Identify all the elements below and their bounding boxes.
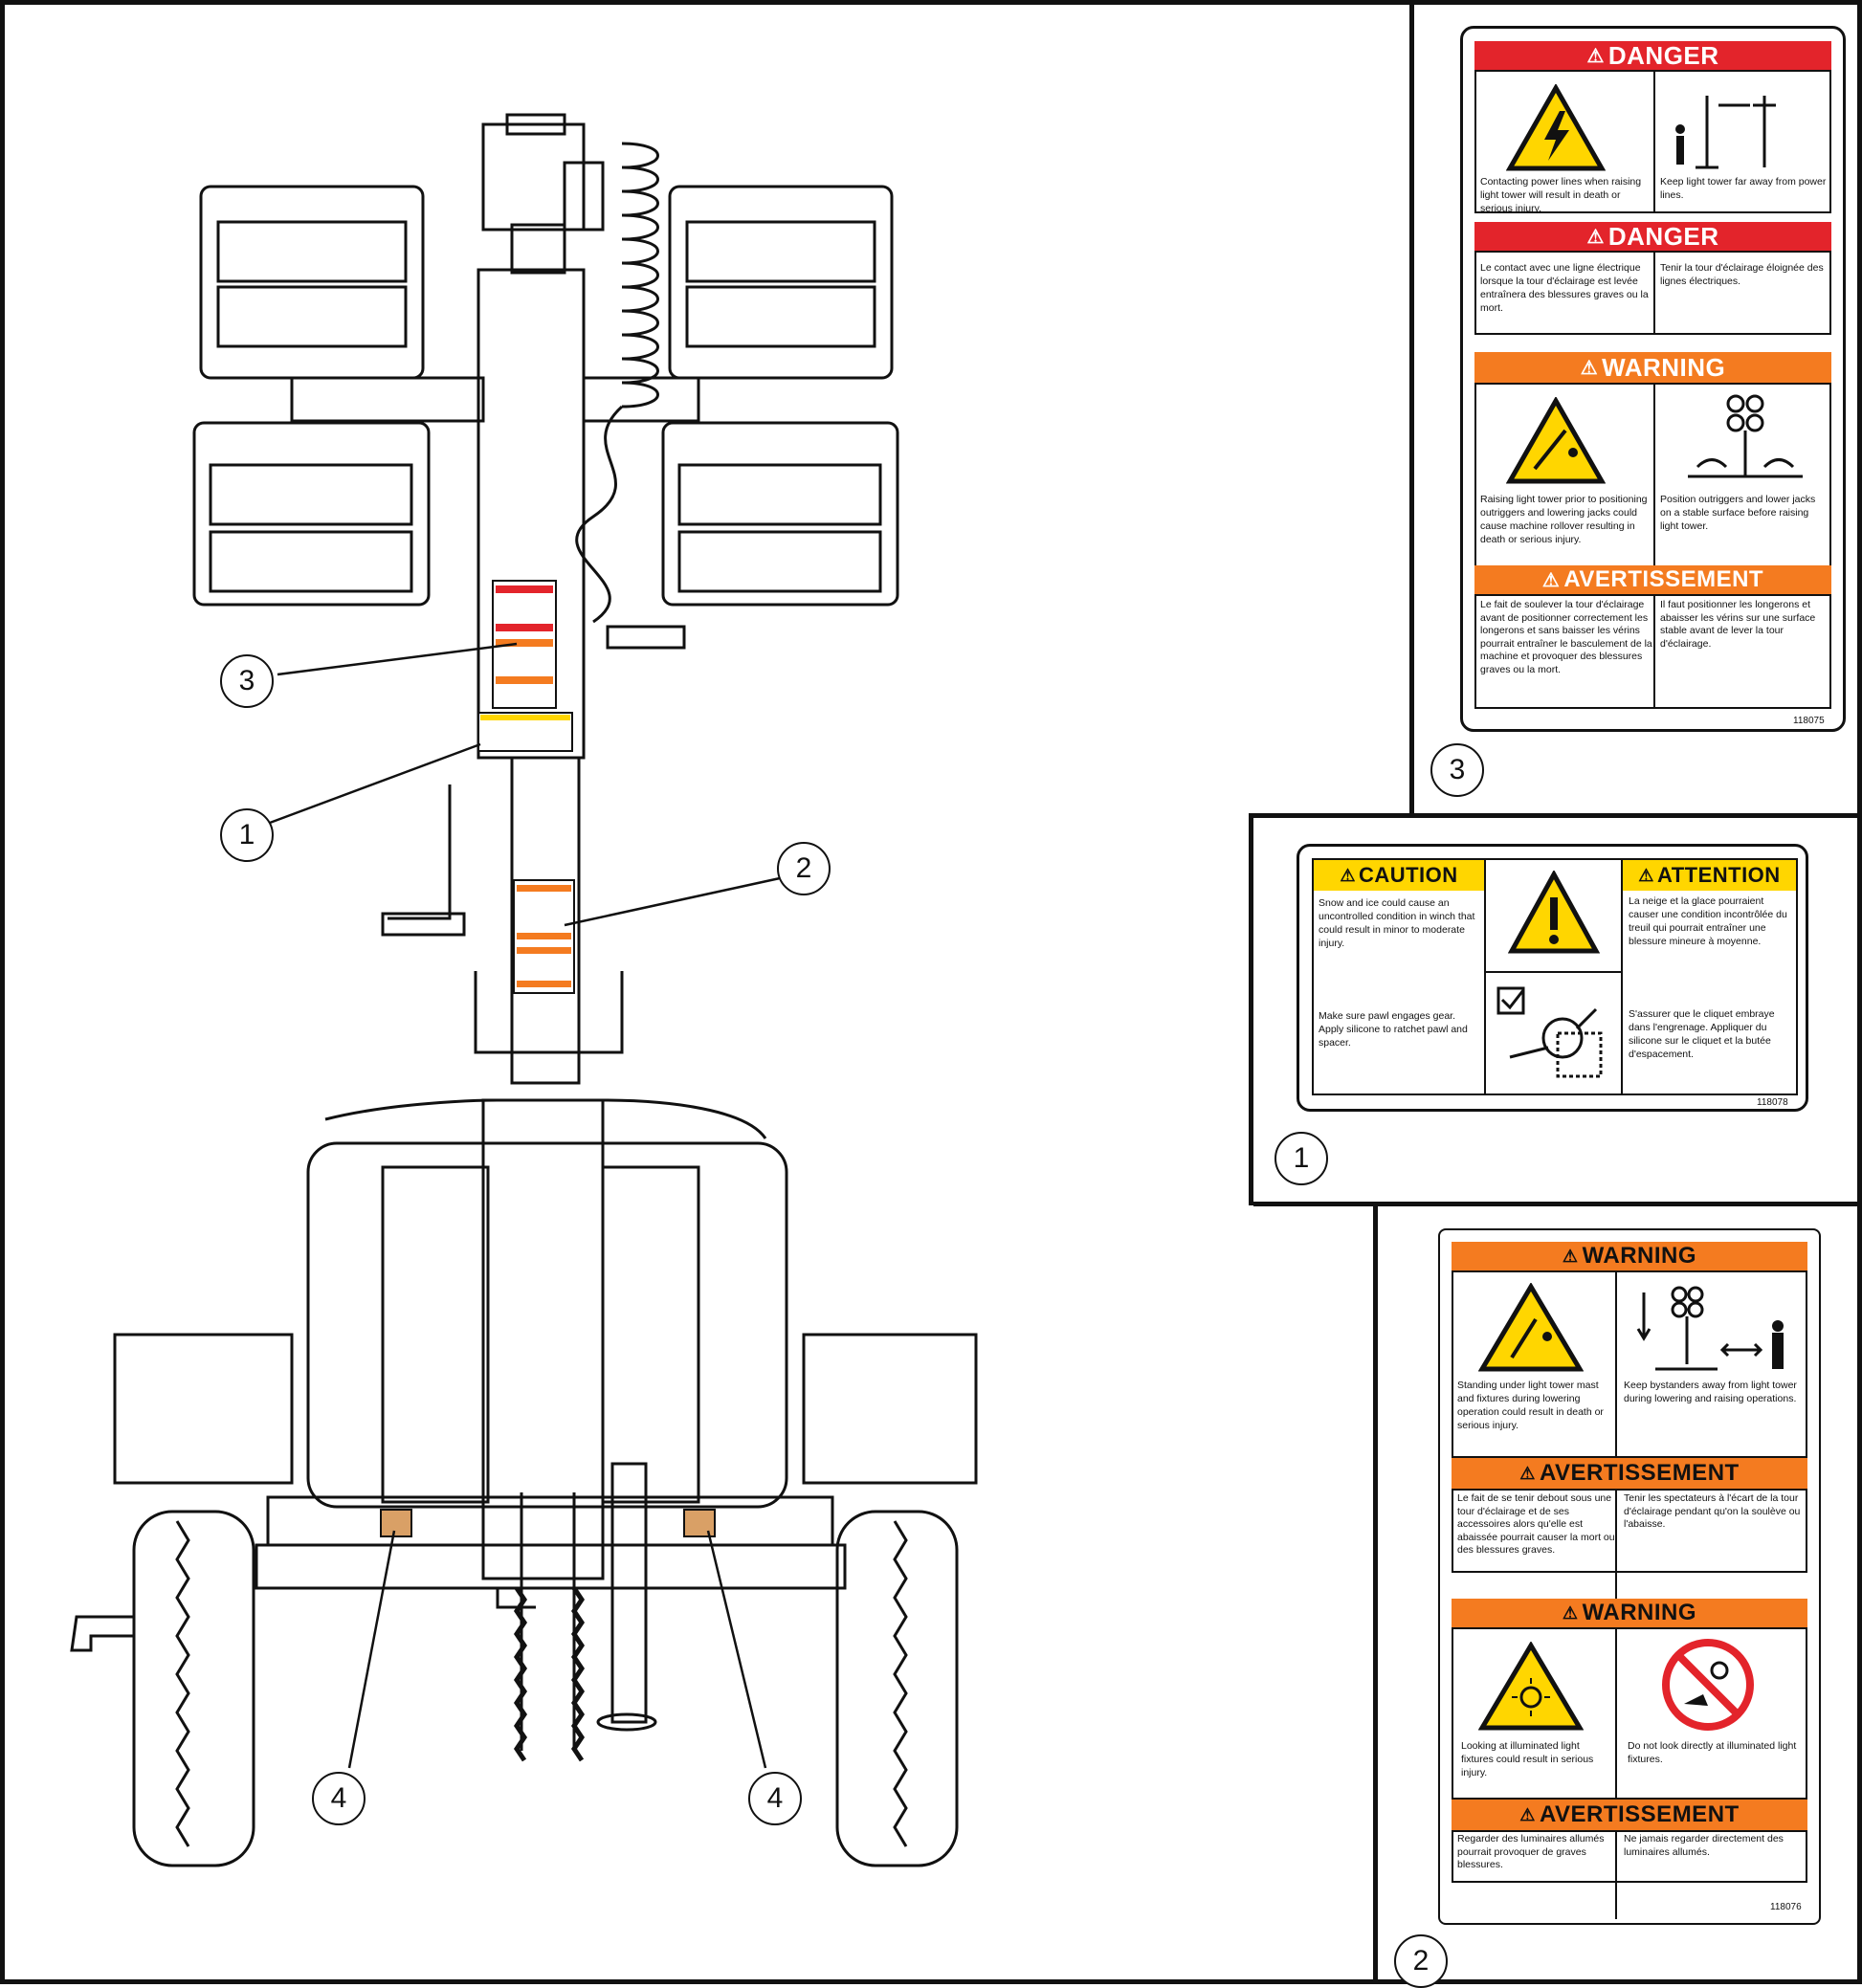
warning-triangle-icon: ⚠ [1562,1246,1579,1266]
decal-1-grid [1312,858,1798,1095]
warning-triangle-icon: ⚠ [1541,569,1561,591]
caution-triangle-icon [1508,871,1600,954]
caution-text-2: Make sure pawl engages gear. Apply silic… [1319,1010,1468,1049]
avertissement-2-body [1452,1830,1807,1883]
warning-header-2: ⚠WARNING [1452,1599,1807,1627]
warning-triangle-icon: ⚠ [1580,357,1599,379]
avertissement-body [1474,594,1831,709]
panel-callout-1: 1 [1275,1132,1328,1185]
callout-1: 1 [220,808,274,862]
decal-1-panel: ⚠CAUTION ⚠ATTENTION Snow and ice could c… [1249,813,1862,1206]
attention-text-2: S'assurer que le cliquet embraye dans l'… [1629,1008,1775,1060]
avertissement-1-body [1452,1489,1807,1573]
warning-triangle-icon: ⚠ [1519,1463,1536,1483]
do-not-look-icon [1662,1639,1754,1731]
decal-118078: ⚠CAUTION ⚠ATTENTION Snow and ice could c… [1297,844,1808,1112]
warning-triangle-icon: ⚠ [1340,865,1356,885]
decal-2-panel: ⚠WARNING Standing under light tower mast… [1373,1202,1862,1988]
callout-3: 3 [220,654,274,708]
avertissement-2-left-text: Regarder des luminaires allumés pourrait… [1457,1833,1605,1870]
divider-right-top [1409,0,1414,818]
part-number: 118075 [1793,716,1825,726]
decal-118075: ⚠DANGER Contacting power lines when rais… [1460,26,1846,732]
warning-1-body [1452,1270,1807,1458]
falling-mast-hazard-icon [1478,1283,1584,1372]
decal-118076: ⚠WARNING Standing under light tower mast… [1438,1228,1821,1925]
panel-bottom-border [1253,1202,1862,1206]
decal-3-panel: ⚠DANGER Contacting power lines when rais… [1414,0,1862,818]
danger-fr-body [1474,251,1831,335]
warning-triangle-icon: ⚠ [1562,1602,1579,1623]
cell-divider [1653,251,1655,335]
cell-divider [1615,1627,1617,1919]
avertissement-header-1: ⚠AVERTISSEMENT [1452,1458,1807,1489]
cell-divider [1653,383,1655,591]
warning-2-right-text: Do not look directly at illuminated ligh… [1628,1740,1797,1765]
danger-en-left-text: Contacting power lines when raising ligh… [1480,176,1642,214]
part-number: 118076 [1770,1902,1802,1912]
warning-2-body [1452,1627,1807,1800]
cell-divider [1484,858,1486,1095]
cell-divider [1653,594,1655,709]
warning-1-left-text: Standing under light tower mast and fixt… [1457,1380,1604,1431]
electric-shock-icon [1506,84,1606,171]
tip-over-hazard-icon [1506,397,1606,484]
warning-right-text: Position outriggers and lower jacks on a… [1660,494,1816,532]
warning-left-text: Raising light tower prior to positioning… [1480,494,1648,545]
danger-fr-right-text: Tenir la tour d'éclairage éloignée des l… [1660,262,1824,287]
avertissement-left-text: Le fait de soulever la tour d'éclairage … [1480,599,1652,675]
ratchet-pawl-icon [1496,986,1603,1078]
callout-4-left: 4 [312,1772,366,1825]
avertissement-header: ⚠AVERTISSEMENT [1474,565,1831,594]
avertissement-1-right-text: Tenir les spectateurs à l'écart de la to… [1624,1492,1801,1530]
cell-divider [1621,858,1623,1095]
avertissement-1-left-text: Le fait de se tenir debout sous une tour… [1457,1492,1615,1556]
caution-text-1: Snow and ice could cause an uncontrolled… [1319,897,1475,949]
reflector-right [683,1509,716,1537]
outrigger-position-icon [1688,394,1803,478]
avertissement-header-2: ⚠AVERTISSEMENT [1452,1800,1807,1830]
caution-header: ⚠CAUTION [1314,860,1484,891]
light-tower-drawing [70,113,978,1867]
avertissement-right-text: Il faut positionner les longerons et aba… [1660,599,1816,650]
danger-header-en: ⚠DANGER [1474,41,1831,70]
danger-fr-left-text: Le contact avec une ligne électrique lor… [1480,262,1649,314]
danger-en-body [1474,70,1831,213]
bright-light-hazard-icon [1478,1642,1584,1731]
part-number: 118078 [1757,1097,1788,1108]
keep-bystanders-away-icon [1636,1286,1784,1371]
danger-header-fr: ⚠DANGER [1474,222,1831,251]
cell-divider [1653,70,1655,213]
panel-callout-3: 3 [1430,743,1484,797]
attention-text-1: La neige et la glace pourraient causer u… [1629,895,1787,947]
warning-header: ⚠WARNING [1474,352,1831,383]
warning-triangle-icon: ⚠ [1586,226,1605,248]
warning-triangle-icon: ⚠ [1638,865,1654,885]
callout-4-right: 4 [748,1772,802,1825]
reflector-left [380,1509,412,1537]
panel-callout-2: 2 [1394,1934,1448,1988]
avertissement-2-right-text: Ne jamais regarder directement des lumin… [1624,1833,1784,1858]
warning-header-1: ⚠WARNING [1452,1242,1807,1270]
danger-en-right-text: Keep light tower far away from power lin… [1660,176,1827,201]
callout-2: 2 [777,842,831,895]
cell-divider [1615,1270,1617,1629]
warning-triangle-icon: ⚠ [1519,1804,1536,1824]
attention-header: ⚠ATTENTION [1623,860,1796,891]
power-line-distance-icon [1675,96,1776,169]
warning-1-right-text: Keep bystanders away from light tower du… [1624,1380,1797,1404]
warning-2-left-text: Looking at illuminated light fixtures co… [1461,1740,1594,1778]
warning-triangle-icon: ⚠ [1586,45,1605,67]
cell-divider [1484,971,1623,973]
